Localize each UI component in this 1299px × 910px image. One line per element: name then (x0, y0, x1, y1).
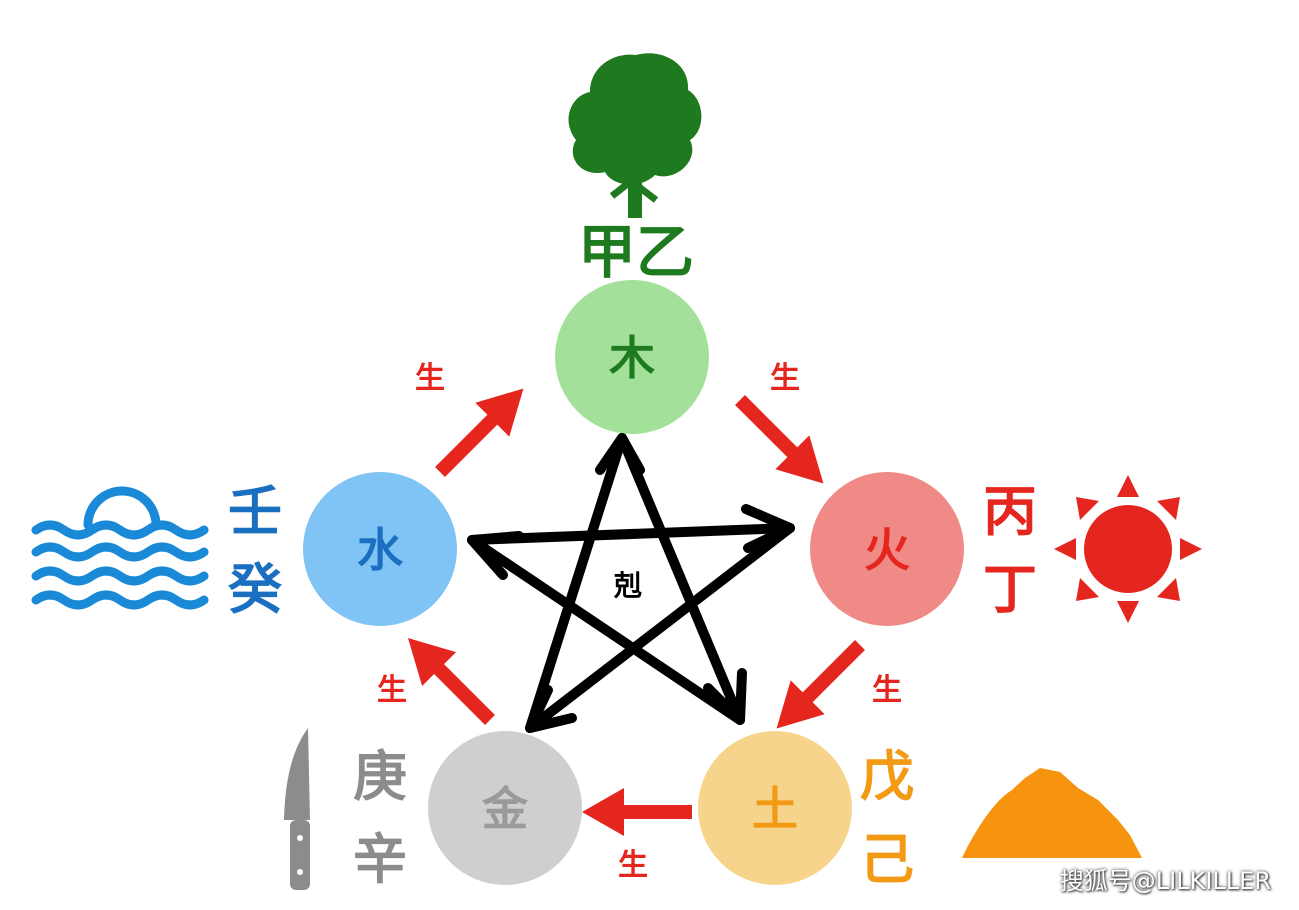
waves-sunset-icon (31, 486, 209, 610)
fire-name: 火 (864, 523, 910, 577)
generate-label-earth-metal: 生 (618, 848, 648, 883)
svg-text:丁: 丁 (983, 558, 1037, 621)
svg-text:庚: 庚 (353, 745, 407, 808)
svg-text:壬: 壬 (228, 480, 282, 543)
water-name: 水 (357, 523, 404, 577)
generate-arrow-water-wood (435, 388, 524, 477)
generate-label-wood-fire: 生 (770, 361, 800, 396)
fire-stems-label: 丙 丁 (983, 480, 1037, 621)
watermark: 搜狐号@LILKILLER (1059, 867, 1271, 895)
svg-text:己: 己 (860, 828, 914, 891)
svg-text:辛: 辛 (353, 828, 407, 891)
generate-label-fire-earth: 生 (872, 673, 902, 708)
water-stems-label: 壬 癸 (227, 480, 282, 621)
metal-stems-label: 庚 辛 (353, 745, 407, 891)
svg-text:戊: 戊 (860, 745, 914, 808)
wood-stems-label: 甲乙 (578, 218, 694, 286)
generate-arrow-metal-water (407, 637, 495, 725)
earth-stems-label: 戊 己 (860, 745, 914, 891)
water-circle (303, 472, 457, 626)
tree-icon (568, 53, 702, 218)
wood-name: 木 (609, 331, 655, 385)
generate-arrow-fire-earth (776, 640, 865, 729)
overcome-label: 剋 (613, 569, 642, 602)
generate-arrows (407, 388, 865, 836)
metal-circle (428, 731, 582, 885)
generate-label-water-wood: 生 (415, 361, 445, 396)
sun-icon (1054, 475, 1202, 623)
overcome-arrowheads (467, 433, 795, 733)
mountain-icon (962, 768, 1142, 858)
generate-label-metal-water: 生 (377, 673, 407, 708)
earth-circle (698, 731, 852, 885)
generate-arrow-wood-fire (735, 395, 824, 484)
earth-name: 土 (752, 782, 798, 836)
knife-icon (284, 728, 310, 890)
generate-arrow-earth-metal (582, 788, 692, 836)
metal-name: 金 (481, 782, 529, 836)
fire-circle (810, 472, 964, 626)
wood-circle (555, 280, 709, 434)
svg-text:丙: 丙 (983, 480, 1037, 543)
overcome-star (467, 433, 795, 733)
svg-text:癸: 癸 (227, 558, 282, 621)
